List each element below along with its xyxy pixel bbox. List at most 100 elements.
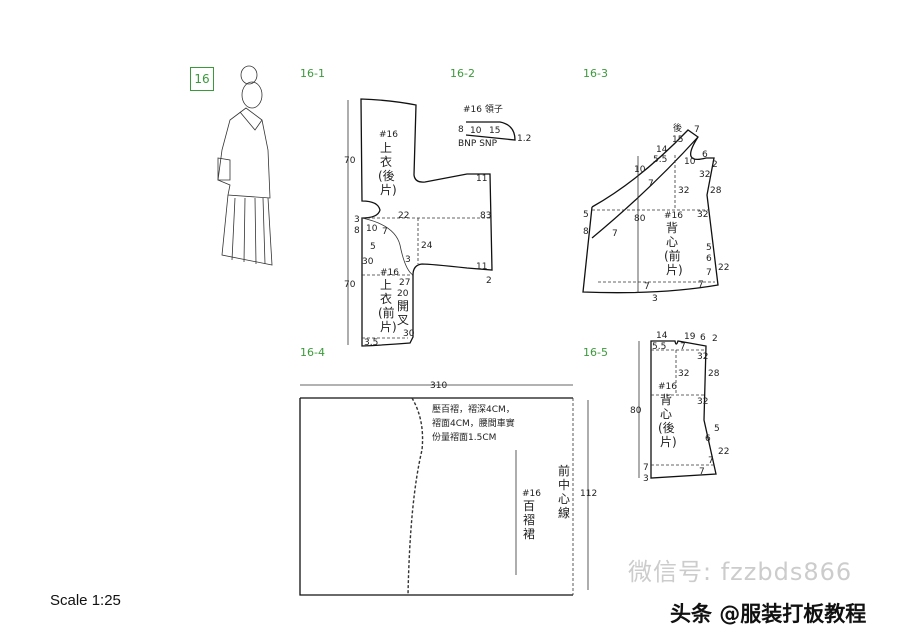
piece-label: 褶: [523, 512, 535, 527]
piece-label: 衣: [380, 154, 392, 169]
dim: 83: [480, 211, 491, 221]
figure-number-badge: 16: [190, 67, 214, 91]
dim: 27: [399, 278, 410, 288]
dim: 5: [706, 243, 712, 253]
dim: 7: [648, 179, 654, 189]
dim: 32: [678, 369, 689, 379]
dim: 7: [699, 467, 705, 477]
piece-16-3-vest-front: 後 7 15 14 5.5 10 6 2 7 10 32 32 28 7 5 8…: [582, 122, 729, 304]
dim: 6: [700, 333, 706, 343]
scale-label: Scale 1:25: [50, 592, 121, 609]
dim: 3.5: [364, 338, 378, 348]
piece-label: (後: [378, 169, 395, 183]
piece-label: 百: [523, 499, 535, 513]
toutiao-watermark: 头条 @服装打板教程: [670, 602, 867, 626]
dim: 3: [354, 215, 360, 225]
slit-label: 20: [397, 289, 409, 299]
wechat-watermark: 微信号: fzzbds866: [628, 558, 853, 586]
dim: 7: [706, 268, 712, 278]
dim: 19: [684, 332, 696, 342]
dim: 30: [362, 257, 374, 267]
dim: 6: [705, 434, 711, 444]
piece-label: 心: [666, 235, 678, 249]
piece-label: #16: [522, 489, 541, 499]
center-line-label: 心: [558, 492, 570, 506]
piece-label: (前: [378, 305, 395, 320]
dim: 10: [634, 165, 646, 175]
dim: 7: [698, 280, 704, 290]
center-line-label: 前: [558, 463, 570, 478]
section-16-1: 16-1: [300, 67, 325, 80]
dim: 24: [421, 241, 433, 251]
center-line-label: 線: [558, 505, 570, 520]
dim: 80: [630, 406, 642, 416]
dim: 10: [470, 126, 482, 136]
dim: 7: [644, 282, 650, 292]
dim: 2: [486, 276, 492, 286]
piece-label: #16: [379, 130, 398, 140]
dim: 8: [583, 227, 589, 237]
dim: 15: [672, 135, 683, 145]
dim: 22: [398, 211, 409, 221]
piece-label: 心: [660, 407, 672, 421]
section-16-5: 16-5: [583, 346, 608, 359]
dim: 7: [643, 463, 649, 473]
dim: 22: [718, 447, 729, 457]
dim: 5: [370, 242, 376, 252]
dim: 11: [476, 174, 487, 184]
dim: 3: [652, 294, 658, 304]
section-16-3: 16-3: [583, 67, 608, 80]
dim: 7: [382, 227, 388, 237]
pleat-note: 份量褶面1.5CM: [432, 431, 496, 443]
slit-label: 開: [397, 299, 409, 313]
dim: 14: [656, 145, 668, 155]
piece-label: 衣: [380, 291, 392, 306]
piece-label: 片): [380, 320, 397, 334]
dim: 3: [643, 474, 649, 484]
dim: 80: [634, 214, 646, 224]
piece-16-5-vest-back: 14 19 6 2 5.5 7 32 32 28 80 32 5 6 22 7 …: [630, 331, 729, 484]
dim: 7: [708, 456, 714, 466]
dim: 1.2: [517, 134, 531, 144]
piece-label: #16 領子: [463, 103, 503, 115]
piece-label: 背: [666, 221, 678, 235]
dim: 30: [403, 329, 415, 339]
dim: 28: [710, 186, 722, 196]
dim: 32: [697, 352, 708, 362]
section-16-2: 16-2: [450, 67, 475, 80]
dim: 7: [680, 342, 686, 352]
piece-label: 片): [660, 435, 677, 449]
dim: 7: [694, 125, 700, 135]
dim: 8: [354, 226, 360, 236]
piece-16-2-collar: #16 領子 8 10 15 1.2 BNP SNP: [458, 103, 531, 149]
piece-label: 上: [380, 278, 392, 292]
dim: 10: [684, 157, 696, 167]
dim: 10: [366, 224, 378, 234]
bnp-snp-marks: BNP SNP: [458, 139, 498, 149]
dim: 32: [678, 186, 689, 196]
slit-label: 叉: [397, 313, 409, 327]
dim: 3: [405, 255, 411, 265]
dim: 2: [712, 160, 718, 170]
piece-label: (後: [658, 421, 675, 435]
dim: 15: [489, 126, 500, 136]
piece-label: 裙: [523, 527, 535, 541]
dim: 32: [699, 170, 710, 180]
piece-label: 背: [660, 393, 672, 407]
piece-label: 片): [380, 183, 397, 197]
back-mark: 後: [673, 122, 682, 134]
piece-label: 上: [380, 141, 392, 155]
piece-label: #16: [380, 268, 399, 278]
dim: 70: [344, 156, 356, 166]
dim: 6: [702, 150, 708, 160]
costume-figure-illustration: [217, 65, 273, 266]
center-line-label: 中: [558, 477, 570, 492]
piece-label: #16: [664, 211, 683, 221]
dim: 5.5: [652, 342, 666, 352]
dim-width: 310: [430, 381, 447, 391]
dim: 6: [706, 254, 712, 264]
dim: 70: [344, 280, 356, 290]
dim: 8: [458, 125, 464, 135]
dim: 5.5: [653, 155, 667, 165]
